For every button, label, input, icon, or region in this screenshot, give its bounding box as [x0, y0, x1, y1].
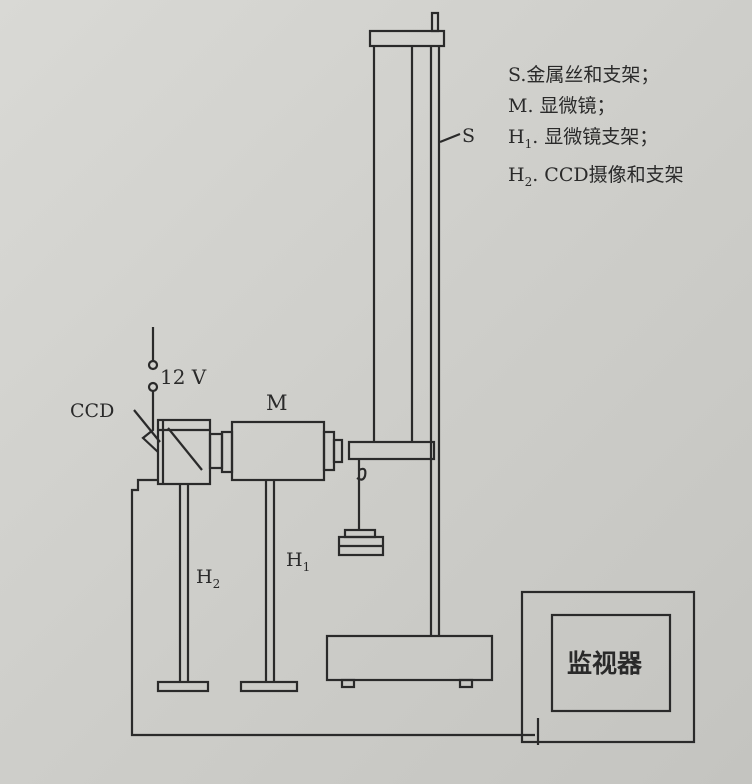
- monitor-screen: [550, 613, 672, 713]
- wire-hook: [356, 467, 367, 481]
- monitor-frame: [520, 590, 696, 744]
- ccd-diagonal: [167, 427, 203, 471]
- terminal-top: [147, 359, 159, 371]
- h2-base: [156, 680, 210, 693]
- legend-item-s: S.金属丝和支架；: [508, 64, 660, 86]
- label-monitor: 监视器: [567, 649, 643, 678]
- microscope-objective: [332, 438, 344, 464]
- s-pointer-line: [439, 132, 461, 144]
- h1-base: [239, 680, 299, 693]
- microscope-right-cap: [322, 430, 336, 472]
- s-rod-top-stub: [430, 11, 440, 33]
- legend-item-m: M. 显微镜；: [508, 95, 616, 117]
- power-wire: [141, 391, 159, 453]
- video-cable: [130, 478, 535, 737]
- s-base-foot-right: [458, 678, 474, 689]
- label-m: M: [266, 391, 288, 415]
- terminal-bottom: [147, 381, 159, 393]
- label-ccd: CCD: [70, 400, 114, 422]
- label-s: S: [462, 125, 475, 147]
- s-top-cap: [368, 29, 446, 48]
- microscope-body: [230, 420, 326, 482]
- s-base: [325, 634, 494, 682]
- label-h2: H2: [196, 566, 220, 591]
- label-h1: H1: [286, 549, 310, 574]
- ccd-lens: [208, 432, 224, 470]
- microscope-left-cap: [220, 430, 234, 474]
- ccd-pointer: [133, 409, 161, 443]
- legend-item-h1: H1. 显微镜支架；: [508, 126, 659, 151]
- s-lower-clamp: [347, 440, 436, 461]
- legend: S.金属丝和支架； M. 显微镜； H1. 显微镜支架； H2. CCD摄像和支…: [508, 60, 684, 198]
- label-voltage: 12 V: [160, 365, 207, 389]
- s-base-foot-left: [340, 678, 356, 689]
- legend-item-h2: H2. CCD摄像和支架: [508, 163, 684, 189]
